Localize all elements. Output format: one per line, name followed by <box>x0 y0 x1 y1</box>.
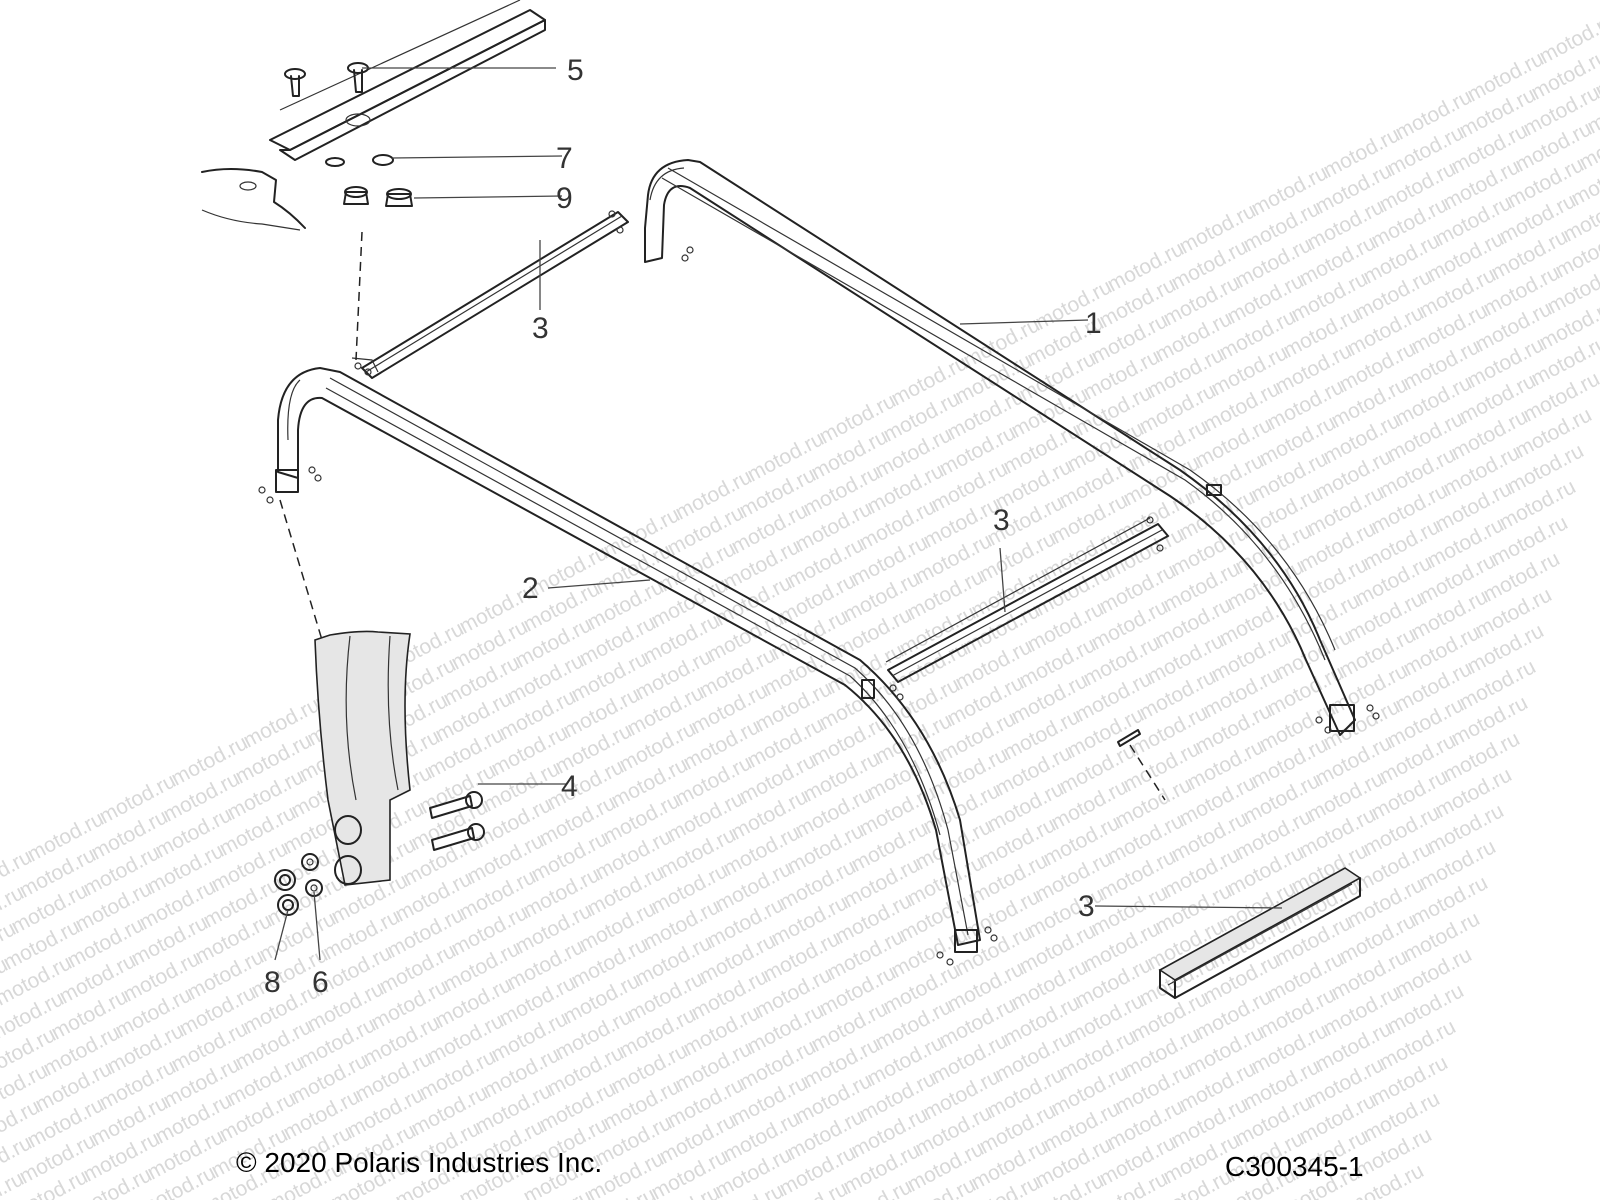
part-2-front-roll-bar <box>258 367 998 966</box>
part-5-fastener <box>269 0 546 161</box>
callout-3-lower: 3 <box>1078 890 1095 923</box>
callout-8: 8 <box>264 966 281 999</box>
callout-3-middle: 3 <box>993 504 1010 537</box>
part-1-rear-roll-bar <box>644 159 1380 736</box>
callout-2: 2 <box>522 572 539 605</box>
callout-6: 6 <box>312 966 329 999</box>
clip <box>1117 729 1141 747</box>
copyright-text: © 2020 Polaris Industries Inc. <box>236 1147 602 1178</box>
pillar-fragment <box>314 630 411 886</box>
leader-lines <box>274 67 1283 961</box>
part-3-rail-upper <box>351 210 629 379</box>
callouts: 1 2 3 3 3 4 5 6 7 8 9 <box>264 54 1102 999</box>
callout-5: 5 <box>567 54 584 87</box>
callout-3-upper: 3 <box>532 312 549 345</box>
part-7-washers <box>325 154 394 167</box>
callout-7: 7 <box>556 142 573 175</box>
alignment-lines <box>279 231 1166 801</box>
diagram-code: C300345-1 <box>1225 1151 1364 1182</box>
callout-1: 1 <box>1085 307 1102 340</box>
callout-9: 9 <box>556 182 573 215</box>
part-3-rail-middle <box>885 516 1169 701</box>
part-4-bolts <box>429 791 485 851</box>
part-9-nuts <box>343 186 413 207</box>
part-3-seal-profile <box>1158 867 1362 999</box>
body-bracket-fragment <box>201 168 306 231</box>
callout-4: 4 <box>561 770 578 803</box>
